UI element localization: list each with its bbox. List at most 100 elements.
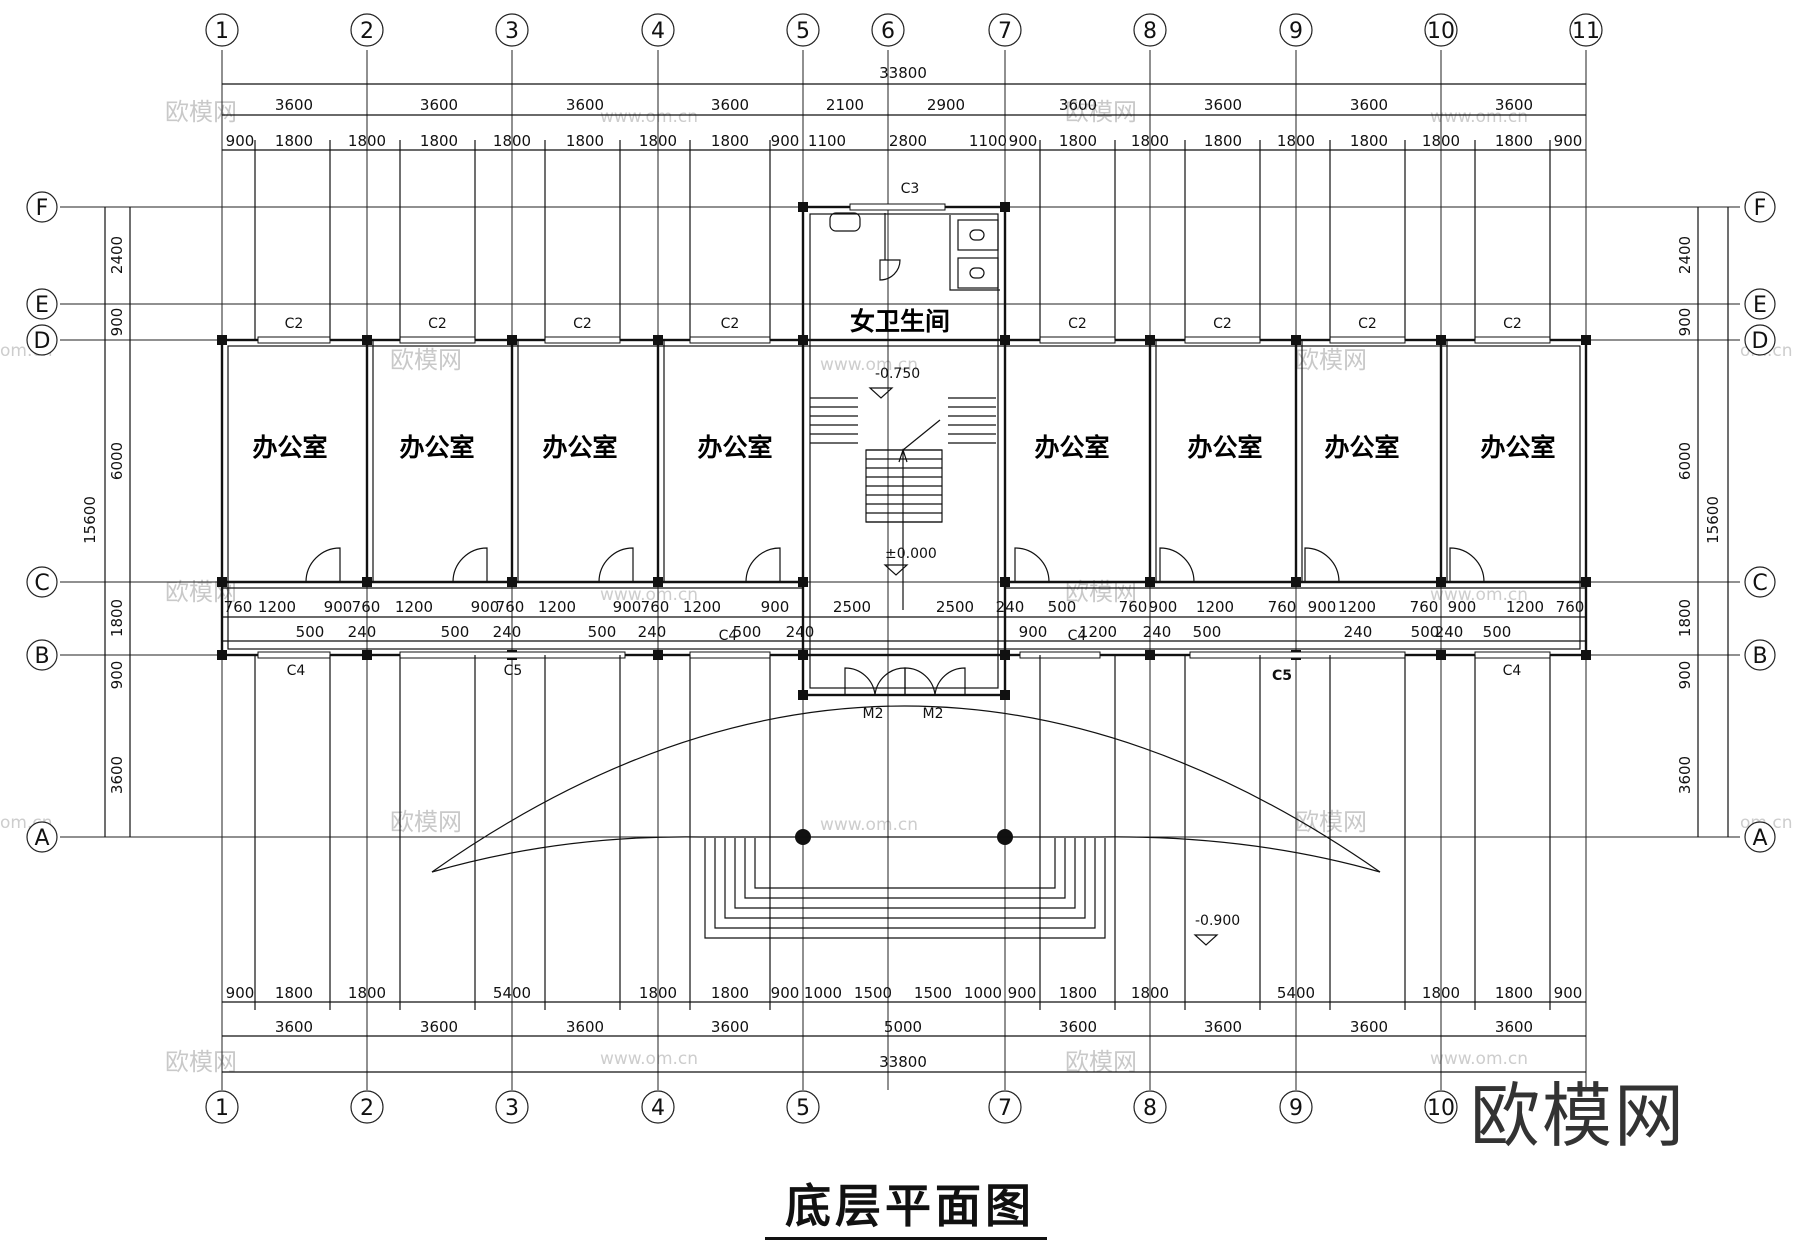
- level-mark: [883, 564, 909, 576]
- office-label: 办公室: [697, 433, 772, 462]
- level-floor: ±0.000: [885, 546, 937, 562]
- dim-side-segment: 3600: [1676, 756, 1694, 794]
- dim-corridor: 760: [1119, 598, 1148, 616]
- dim-corridor-2: 240: [786, 623, 815, 641]
- washbasin: [829, 212, 861, 232]
- axis-bubble-letter: C: [34, 571, 49, 596]
- axis-bubble-bottom: [641, 1090, 675, 1124]
- dim-corridor-2: 240: [1143, 623, 1172, 641]
- window-c5-label: C5: [504, 663, 523, 679]
- dim-corridor: 1200: [1196, 598, 1234, 616]
- level-stair: -0.750: [875, 366, 920, 382]
- dim-bottom-bay: 3600: [566, 1018, 604, 1036]
- dim-side-segment: 6000: [108, 442, 126, 480]
- dim-top-detail: 900: [1554, 132, 1583, 150]
- dim-corridor: 1200: [1338, 598, 1376, 616]
- column: [1145, 650, 1155, 660]
- entry-door-swing: [934, 667, 966, 696]
- window-c4: [257, 651, 331, 659]
- dim-corridor: 760: [496, 598, 525, 616]
- axis-bubble-top-label: 6: [881, 19, 895, 44]
- axis-bubble-top: [1133, 13, 1167, 47]
- window-c2-label: C2: [428, 316, 447, 332]
- column: [1436, 577, 1446, 587]
- column: [217, 335, 227, 345]
- dim-corridor: 1200: [683, 598, 721, 616]
- dim-top-detail: 1800: [1277, 132, 1315, 150]
- dim-bottom-bay: 3600: [1495, 1018, 1533, 1036]
- window-c2: [257, 336, 331, 344]
- window-c2-label: C2: [1068, 316, 1087, 332]
- dim-top-detail: 1800: [275, 132, 313, 150]
- watermark-url: www.om.cn: [600, 585, 698, 605]
- column: [1145, 335, 1155, 345]
- axis-bubble-top: [871, 13, 905, 47]
- dimension-lines: [104, 83, 1729, 1073]
- office-label: 办公室: [399, 433, 474, 462]
- window-c4-label: C4: [1503, 663, 1522, 679]
- dim-corridor-2: 500: [441, 623, 470, 641]
- dim-top-detail: 1800: [1131, 132, 1169, 150]
- dim-corridor: 900: [613, 598, 642, 616]
- watermark-url: www.om.cn: [1430, 1049, 1528, 1069]
- dim-top-detail: 1800: [1350, 132, 1388, 150]
- column: [1436, 650, 1446, 660]
- window-c4-label: C4: [719, 628, 738, 644]
- column: [798, 690, 808, 700]
- window-c2: [1329, 336, 1406, 344]
- dim-bottom-detail: 1800: [348, 984, 386, 1002]
- dim-top-detail: 900: [1009, 132, 1038, 150]
- dim-side-segment: 1800: [108, 599, 126, 637]
- dim-bottom-detail: 1800: [711, 984, 749, 1002]
- axis-bubble-top-label: 1: [215, 19, 229, 44]
- entry-door-swing: [844, 667, 876, 696]
- axis-bubble-letter: D: [34, 329, 51, 354]
- dim-top-bay: 3600: [1495, 96, 1533, 114]
- column: [362, 650, 372, 660]
- column: [798, 650, 808, 660]
- axis-bubble-letter: C: [1752, 571, 1767, 596]
- window-c4: [1474, 651, 1551, 659]
- axis-bubble-left: [26, 288, 58, 320]
- office-door-swing: [1014, 547, 1050, 583]
- dim-top-detail: 1800: [493, 132, 531, 150]
- restroom-label: 女卫生间: [850, 307, 950, 336]
- watermark-brand: 欧模网: [390, 346, 462, 374]
- dim-corridor: 240: [996, 598, 1025, 616]
- window-c5: [399, 651, 626, 659]
- level-ground: -0.900: [1195, 913, 1240, 929]
- column: [1000, 650, 1010, 660]
- axis-bubble-right: [1744, 288, 1776, 320]
- dim-corridor-2: 240: [1435, 623, 1464, 641]
- office-door-swing: [598, 547, 634, 583]
- watermark-url: www.om.cn: [1430, 107, 1528, 127]
- column: [217, 577, 227, 587]
- window-c3: [849, 203, 946, 211]
- office-label: 办公室: [542, 433, 617, 462]
- dim-bottom-detail: 1500: [914, 984, 952, 1002]
- dim-top-detail: 1800: [1495, 132, 1533, 150]
- dim-bottom-detail: 900: [1008, 984, 1037, 1002]
- dim-bottom-bay: 5000: [884, 1018, 922, 1036]
- watermark-brand: 欧模网: [1065, 1048, 1137, 1076]
- watermark-url: www.om.cn: [820, 355, 918, 375]
- dim-corridor: 760: [641, 598, 670, 616]
- dim-bottom-detail: 1800: [275, 984, 313, 1002]
- column: [653, 577, 663, 587]
- column: [1000, 202, 1010, 212]
- restroom-door: [879, 259, 901, 281]
- watermark-brand: 欧模网: [1295, 346, 1367, 374]
- dim-corridor: 1200: [1506, 598, 1544, 616]
- dim-top-detail: 1800: [711, 132, 749, 150]
- entry-door-swing: [904, 667, 936, 696]
- stair-flight: [865, 449, 943, 523]
- dim-side-overall: 15600: [1704, 496, 1722, 544]
- axis-bubble-top: [205, 13, 239, 47]
- dim-top-bay: 3600: [1059, 96, 1097, 114]
- toilet-stall-2: [957, 257, 999, 289]
- office-door-swing: [1449, 547, 1485, 583]
- dim-corridor: 900: [471, 598, 500, 616]
- axis-bubble-bottom-label: 9: [1289, 1096, 1303, 1121]
- watermark-url: www.om.cn: [1430, 585, 1528, 605]
